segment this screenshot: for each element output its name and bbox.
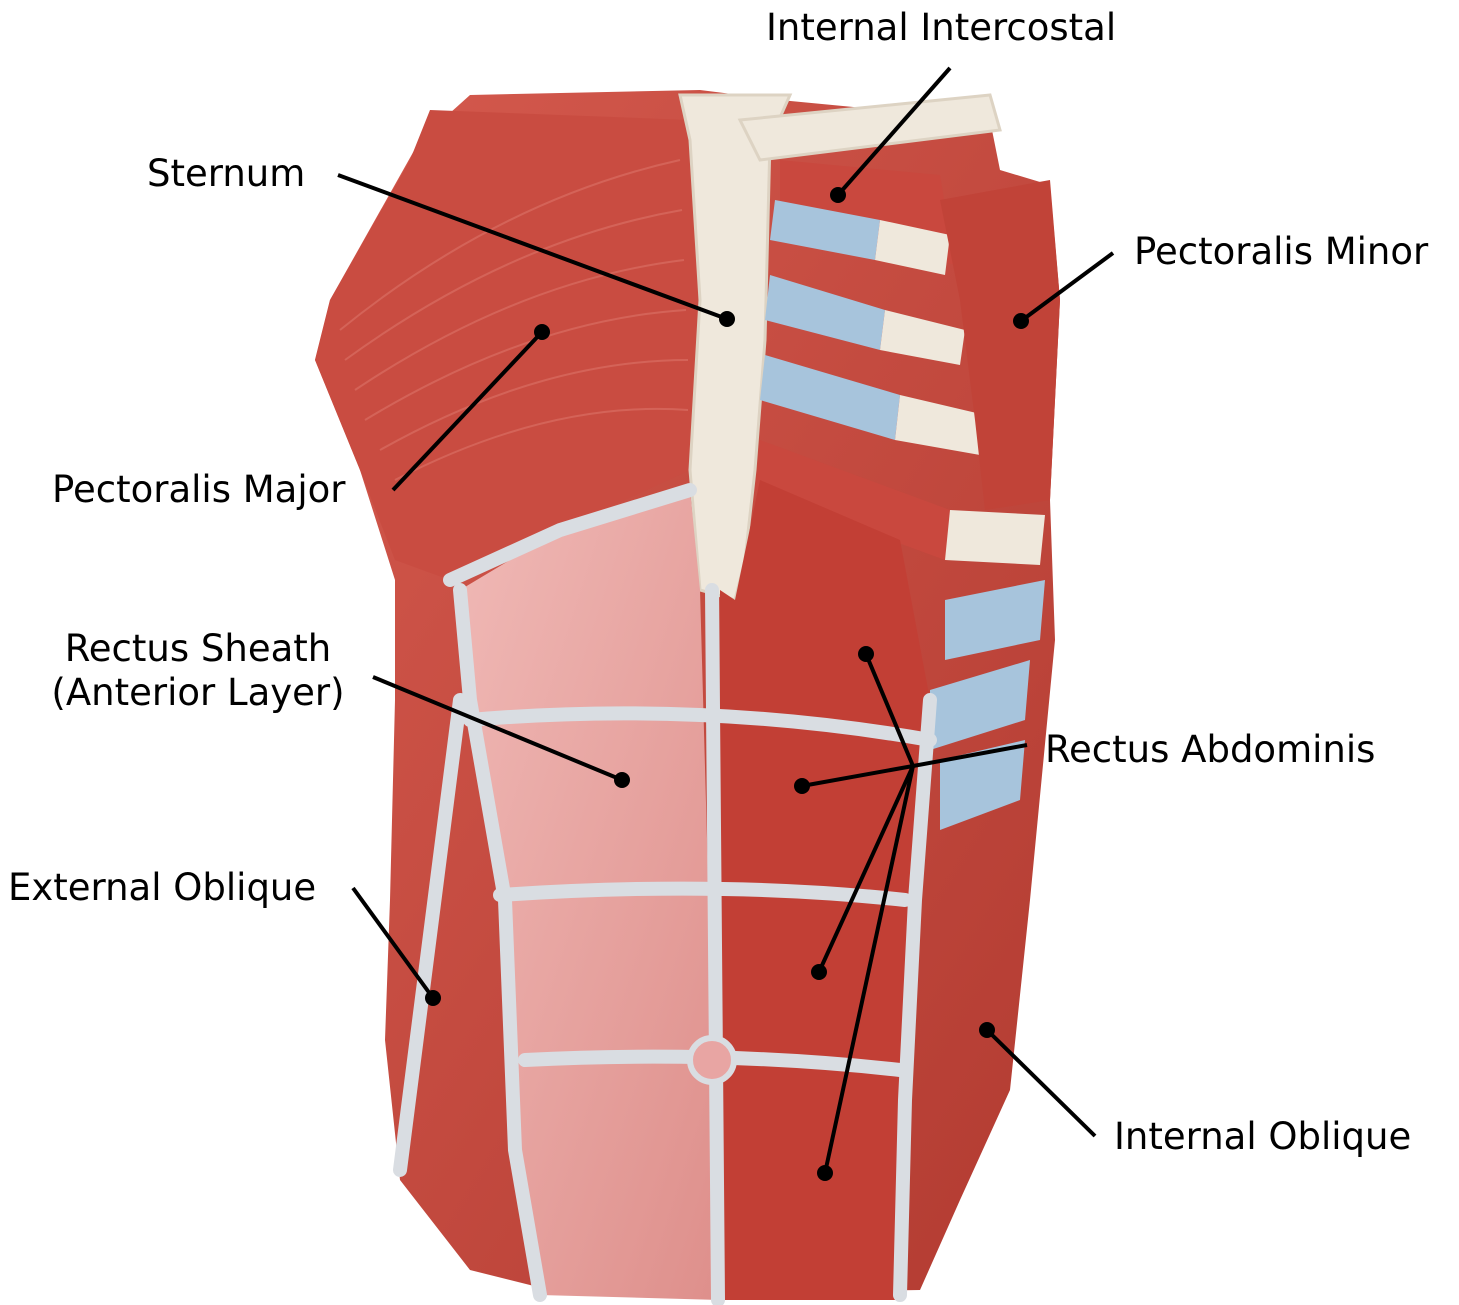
label-internal-intercostal: Internal Intercostal: [766, 6, 1116, 50]
label-pectoralis-major: Pectoralis Major: [52, 468, 345, 512]
label-rectus-sheath-line2: (Anterior Layer): [40, 671, 356, 715]
label-internal-oblique: Internal Oblique: [1114, 1115, 1411, 1159]
label-external-oblique: External Oblique: [8, 866, 316, 910]
label-rectus-abdominis: Rectus Abdominis: [1045, 728, 1375, 772]
label-sternum: Sternum: [147, 152, 305, 196]
navel-shape: [690, 1038, 734, 1082]
label-rectus-sheath-line1: Rectus Sheath: [40, 627, 356, 671]
label-pectoralis-minor: Pectoralis Minor: [1134, 230, 1428, 274]
label-rectus-sheath: Rectus Sheath (Anterior Layer): [40, 627, 356, 715]
